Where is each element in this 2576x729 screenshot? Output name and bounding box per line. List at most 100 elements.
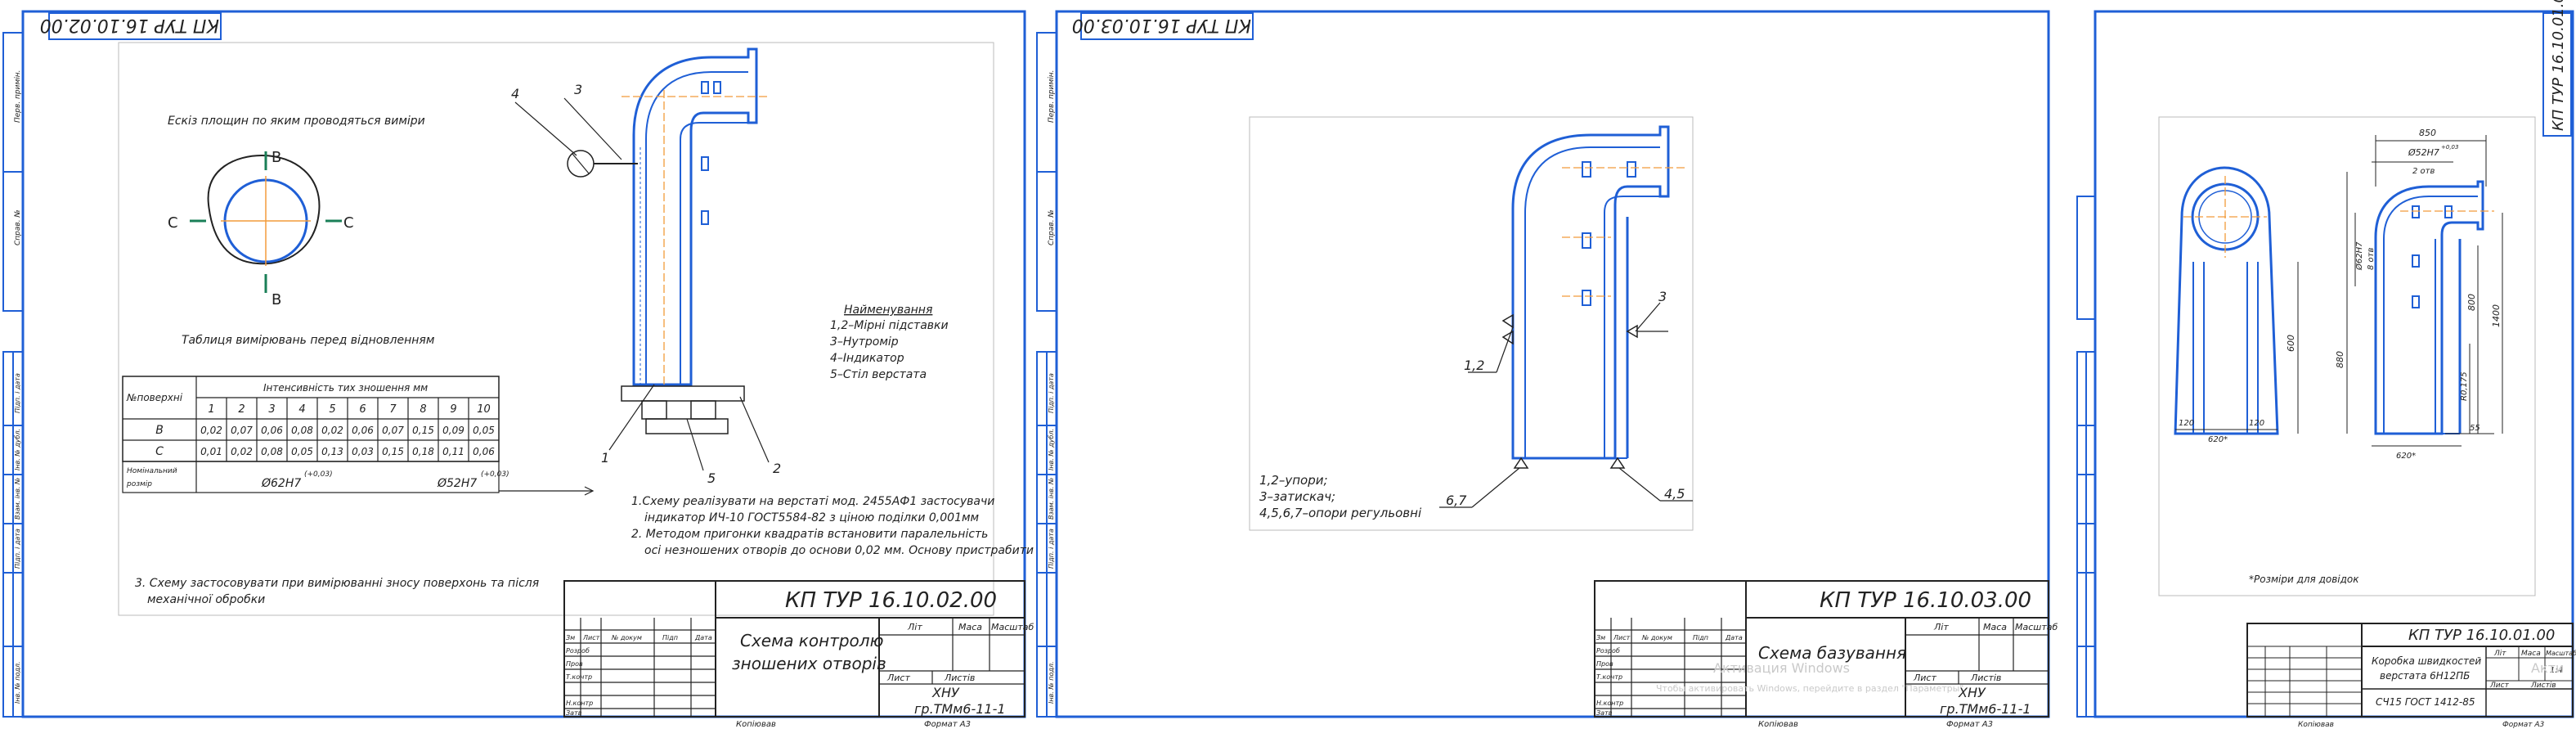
rotated-code-box: [48, 12, 222, 40]
table-cell: 0,08: [261, 446, 283, 457]
naming-line: 4–Індикатор: [830, 352, 904, 365]
table-cell: 0,02: [231, 446, 253, 457]
stamp-head: Зм: [566, 634, 575, 641]
table-cell: 0,02: [321, 425, 343, 436]
table-cell: 0,06: [473, 446, 495, 457]
dir-label-left: С: [168, 214, 178, 232]
table-col-header: 8: [420, 403, 426, 416]
sheet-1-side-strip: Перв. примін. Справ. № Підп. і дата Інв.…: [2, 32, 24, 718]
stamp-row: Пров: [1596, 660, 1613, 668]
title-block-1: КП ТУР 16.10.02.00 Схема контролю зношен…: [563, 580, 1034, 718]
rotated-code: КП ТУР 16.10.01.00: [2550, 0, 2567, 131]
callout-1: 1: [601, 450, 609, 466]
nominal-value-2: Ø52H7: [437, 477, 477, 490]
stamp-mass: Маса: [958, 622, 982, 632]
format-label: Формат А3: [924, 720, 971, 729]
callout-45: 4,5: [1664, 486, 1685, 502]
stamp-material: СЧ15 ГОСТ 1412-85: [2376, 696, 2475, 708]
note-line: осі незношених отворів до основи 0,02 мм…: [644, 544, 1034, 557]
stamp-row: Затв: [1596, 709, 1613, 717]
stamp-head: № докум: [1641, 634, 1672, 641]
table-cell: 0,05: [291, 446, 313, 457]
note-line: 1.Схему реалізувати на верстаті мод. 245…: [631, 495, 994, 508]
nominal-label: Номінальний: [127, 467, 177, 475]
table-title: Таблиця вимірювань перед відновленням: [182, 334, 435, 347]
stamp-lit: Літ: [907, 622, 922, 632]
table-col-header: 10: [477, 403, 491, 416]
side-label: Підп. і дата: [1048, 373, 1055, 413]
stamp-lit: Літ: [1933, 622, 1949, 632]
watermark-2: Чтобы активировать Windows, перейдите в …: [1656, 683, 1967, 694]
dim-label: 2 отв: [2412, 167, 2435, 176]
dim-label: 800: [2466, 294, 2477, 311]
copied-label: Копіював: [736, 719, 776, 729]
stamp-code: КП ТУР 16.10.02.00: [785, 588, 997, 613]
stamp-sheets: Листів: [1970, 673, 2001, 683]
dim-label: R0,175: [2460, 371, 2469, 401]
reference-note: *Розміри для довідок: [2249, 574, 2359, 585]
table-cell: 0,06: [261, 425, 283, 436]
table-header-left: №поверхні: [126, 392, 183, 403]
side-label: Взам. інв. №: [1048, 478, 1055, 520]
note-line: 2. Методом пригонки квадратів встановити…: [631, 528, 988, 541]
stamp-mass: Маса: [2521, 650, 2541, 658]
stamp-code: КП ТУР 16.10.01.00: [2408, 627, 2555, 644]
table-cell: 0,09: [442, 425, 464, 436]
table-cell: 0,18: [412, 446, 434, 457]
stamp-head: Зм: [1596, 634, 1605, 641]
rotated-code-box-vertical: [2542, 12, 2572, 137]
note-3-line-2: механічної обробки: [147, 593, 265, 606]
stamp-mass: Маса: [1983, 622, 2007, 632]
stamp-org-2: гр.ТМм6-11-1: [1940, 701, 2031, 717]
side-label: Інв. № подл.: [14, 661, 21, 704]
side-label: Перв. примін.: [14, 70, 22, 123]
naming-line: 5–Стіл верстата: [830, 368, 927, 381]
callout-67: 6,7: [1446, 493, 1467, 508]
table-col-header: 9: [450, 403, 456, 416]
stamp-row: Розроб: [1596, 647, 1620, 655]
callout-12: 1,2: [1464, 358, 1484, 373]
side-label: Інв. № дубл.: [1048, 429, 1055, 470]
dim-label: 620*: [2396, 452, 2416, 461]
stamp-head: Підп: [1693, 634, 1708, 641]
sheet-2: Перв. примін. Справ. № Підп. і дата Інв.…: [1036, 10, 2058, 729]
stamp-head: Дата: [694, 634, 712, 641]
rotated-code-box: [1080, 12, 1254, 40]
callout-4: 4: [511, 86, 519, 101]
nominal-tol-2: (+0,03): [481, 470, 509, 479]
nominal-tol-1: (+0,03): [304, 470, 333, 479]
table-cell: 0,01: [200, 446, 222, 457]
dim-label: 850: [2419, 128, 2436, 138]
dim-label: Ø62H7: [2354, 241, 2364, 271]
table-cell: 0,08: [291, 425, 313, 436]
measurement-table: №поверхні Інтенсивність тих зношення мм …: [122, 376, 500, 462]
rotated-code: КП ТУР 16.10.03.00: [1072, 15, 1251, 35]
stamp-sheet: Лист: [886, 673, 910, 683]
title-block-3: КП ТУР 16.10.01.00 Коробка швидкостей ве…: [2246, 623, 2576, 718]
dimension-lines: [2175, 135, 2503, 447]
stamp-head: № докум: [611, 634, 642, 641]
front-section: [2374, 180, 2494, 435]
stamp-row: Т.контр: [566, 673, 592, 681]
dim-label: 880: [2335, 351, 2345, 368]
format-label: Формат А3: [1946, 720, 1993, 729]
stamp-scale-value: 1:4: [2550, 666, 2563, 675]
watermark: Активация Windows: [1713, 660, 1850, 676]
note-line: індикатор ИЧ-10 ГОСТ5584-82 з ціною поді…: [644, 511, 980, 524]
stamp-org: ХНУ: [931, 685, 960, 700]
table-col-header: 3: [268, 403, 275, 416]
naming-line: 1,2–Мірні підставки: [830, 319, 949, 332]
stamp-org-2: гр.ТМм6-11-1: [914, 701, 1006, 717]
dim-label: 600: [2286, 335, 2296, 352]
stamp-scale: Масштаб: [991, 622, 1034, 632]
drawing-area-2: [1249, 116, 1694, 531]
table-cell: 0,02: [200, 425, 222, 436]
legend-line: 1,2–упори;: [1259, 473, 1328, 488]
stamp-head: Дата: [1725, 634, 1743, 641]
dir-label-right: С: [343, 214, 354, 232]
rotated-code: КП ТУР 16.10.02.00: [40, 15, 219, 35]
table-cell: 0,15: [382, 446, 404, 457]
table-cell: 0,11: [442, 446, 464, 457]
sheet-1: Перв. примін. Справ. № Підп. і дата Інв.…: [2, 10, 1034, 729]
side-view: [2174, 166, 2279, 435]
